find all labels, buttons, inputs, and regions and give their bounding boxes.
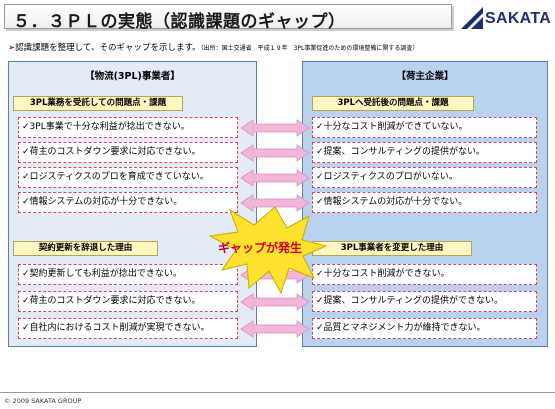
panel-heading-left: 【物流(3PL)事業者】	[85, 71, 180, 82]
copyright: © 2009 SAKATA GROUP	[4, 397, 82, 405]
right-group2-item: ✓十分なコスト削減ができない。	[312, 264, 537, 285]
subtitle: ➢認識課題を整理して、そのギャップを示します。（出所：国土交通省 平成１９年 3…	[8, 41, 553, 53]
left-group2-label: 契約更新を辞退した理由	[13, 241, 158, 256]
left-group2-item: ✓自社内におけるコスト削減が実現できない。	[18, 318, 238, 339]
logo-text: SAKATA	[485, 10, 552, 27]
right-group1-label: 3PLへ受託後の問題点・課題	[312, 96, 474, 111]
left-group1-item: ✓情報システムの対応が十分できない。	[18, 192, 238, 213]
right-group1-item: ✓情報システムの対応が十分でない。	[312, 192, 537, 213]
subtitle-source: （出所：国土交通省 平成１９年 3PL事業促進のための環境整備に関する調査）	[200, 45, 419, 52]
left-group1-item: ✓荷主のコストダウン要求に対応できない。	[18, 142, 238, 163]
right-group2-label: 3PL事業者を変更した理由	[312, 241, 472, 256]
right-group1-item: ✓ロジスティクスのプロがいない。	[312, 167, 537, 188]
left-group1-item: ✓3PL事業で十分な利益が捻出できない。	[18, 117, 238, 138]
panel-heading-right: 【荷主企業】	[396, 71, 454, 82]
sakata-logo: SAKATA	[460, 4, 552, 32]
right-group2-item: ✓品質とマネジメント力が維持できない。	[312, 318, 537, 339]
right-group1-item: ✓十分なコスト削減ができていない。	[312, 117, 537, 138]
left-group2-item: ✓荷主のコストダウン要求に対応できない。	[18, 291, 238, 312]
title-bar: ５．３ＰＬの実態（認識課題のギャップ）	[4, 4, 452, 32]
left-group1-item: ✓ロジスティクスのプロを育成できていない。	[18, 167, 238, 188]
subtitle-text: ➢認識課題を整理して、そのギャップを示します。	[8, 43, 201, 53]
logo-mark-icon	[461, 7, 483, 29]
right-group1-item: ✓提案、コンサルティングの提供がない。	[312, 142, 537, 163]
right-group2-item: ✓提案、コンサルティングの提供ができない。	[312, 291, 537, 312]
gap-burst-label: ギャップが発生	[218, 241, 303, 255]
left-group2-item: ✓契約更新しても利益が捻出できない。	[18, 264, 238, 285]
footer-divider	[0, 392, 555, 393]
page-title: ５．３ＰＬの実態（認識課題のギャップ）	[13, 12, 346, 32]
left-group1-label: 3PL業務を受託しての問題点・課題	[13, 96, 183, 111]
